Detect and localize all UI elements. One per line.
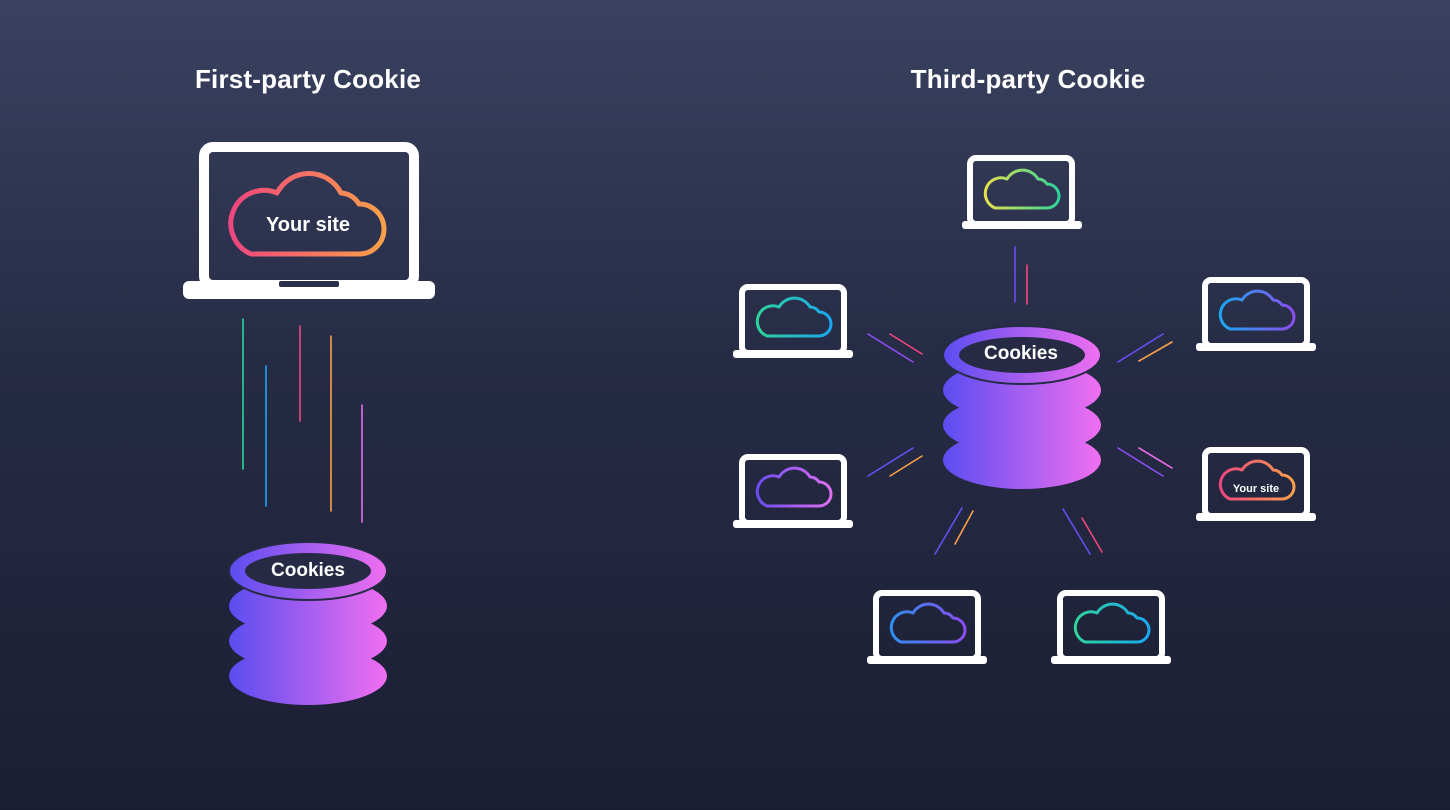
- cloud-icon: [983, 168, 1061, 210]
- third-party-laptop-your-site: Your site: [1196, 447, 1316, 521]
- cloud-icon: [755, 296, 833, 338]
- third-party-site-label: Your site: [1233, 483, 1279, 495]
- cloud-icon: [889, 602, 967, 644]
- third-party-laptop-upper-left: [733, 284, 853, 358]
- first-party-title: First-party Cookie: [194, 64, 422, 94]
- third-party-connector-lines: [867, 246, 1173, 555]
- third-party-laptop-bottom-right: [1051, 590, 1171, 664]
- third-party-laptop-top: [962, 155, 1082, 229]
- third-party-laptop-upper-right: [1196, 277, 1316, 351]
- first-party-cookies-database: Cookies: [228, 541, 388, 705]
- cloud-icon: [1073, 602, 1151, 644]
- third-party-title: Third-party Cookie: [910, 64, 1146, 94]
- first-party-transfer-lines: [242, 318, 363, 523]
- first-party-site-label: Your site: [266, 214, 350, 236]
- third-party-laptop-lower-left: [733, 454, 853, 528]
- first-party-db-label: Cookies: [271, 560, 345, 581]
- third-party-cookies-database: Cookies: [942, 325, 1102, 489]
- your-site-cloud-icon: [228, 170, 387, 257]
- cloud-icon: [755, 466, 833, 508]
- third-party-db-label: Cookies: [984, 343, 1058, 364]
- first-party-laptop: Your site: [183, 142, 435, 299]
- your-site-cloud-icon: [1218, 459, 1296, 501]
- cloud-icon: [1218, 289, 1296, 331]
- third-party-laptop-bottom-left: [867, 590, 987, 664]
